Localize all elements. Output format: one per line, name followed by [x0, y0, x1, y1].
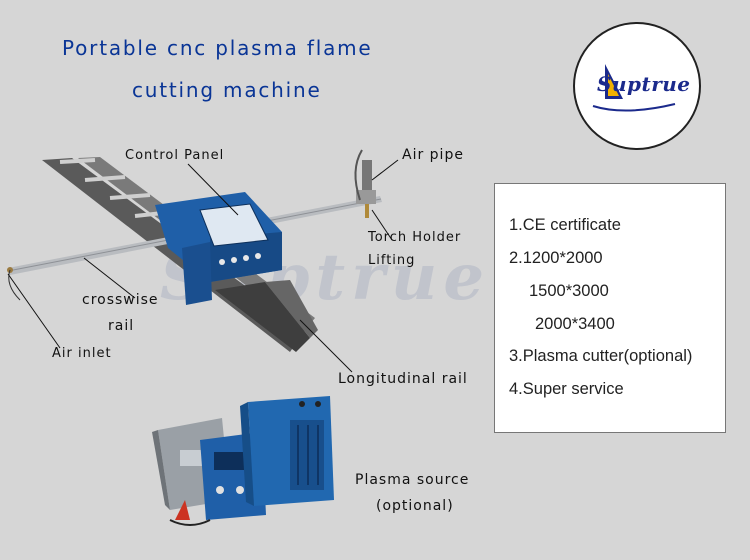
callout-rail: rail [108, 318, 135, 334]
callout-optional: (optional) [376, 498, 454, 514]
callout-lifting: Lifting [368, 253, 416, 268]
callout-lines [7, 159, 399, 373]
callout-crosswise: crosswise [82, 292, 159, 308]
page-title-line-2: cutting machine [132, 78, 322, 102]
page-title-line-1: Portable cnc plasma flame [62, 36, 373, 60]
spec-item: 2.1200*2000 [509, 249, 603, 267]
spec-box: 1.CE certificate 2.1200*2000 1500*3000 2… [494, 183, 726, 433]
spec-item: 4.Super service [509, 380, 624, 398]
callout-air-inlet: Air inlet [52, 346, 112, 361]
callout-air-pipe: Air pipe [402, 147, 464, 163]
sailboat-logo-icon [592, 64, 676, 112]
logo-text: Suptrue [597, 72, 691, 96]
callout-control-panel: Control Panel [125, 148, 225, 163]
spec-item: 3.Plasma cutter(optional) [509, 347, 693, 365]
control-box [155, 192, 282, 305]
callout-torch-holder: Torch Holder [368, 230, 462, 245]
brand-logo: Suptrue [573, 22, 701, 150]
spec-item: 1500*3000 [529, 282, 609, 300]
callout-plasma-source: Plasma source [355, 472, 470, 488]
spec-item: 1.CE certificate [509, 216, 621, 234]
callout-longitudinal-rail: Longitudinal rail [338, 371, 468, 387]
spec-item: 2000*3400 [535, 315, 615, 333]
torch-holder [354, 149, 376, 218]
plasma-source-units [152, 396, 334, 526]
